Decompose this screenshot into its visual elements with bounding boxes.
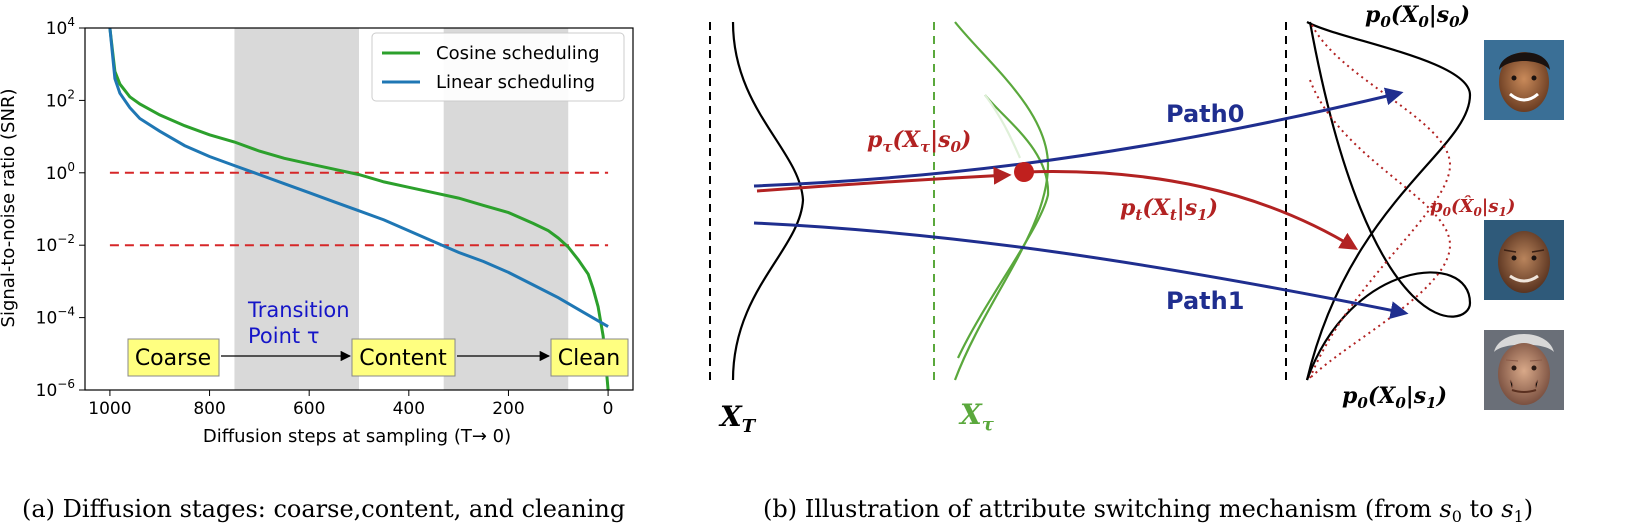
legend: Cosine scheduling Linear scheduling — [371, 32, 625, 102]
stage-box-content — [351, 338, 456, 377]
p0-hat-dotted-1 — [1309, 24, 1452, 379]
stage-label-content: Content — [359, 346, 447, 371]
p0-s1-label: p0(X0|s1) — [1342, 383, 1447, 412]
x-tick-label: 200 — [492, 399, 524, 419]
x-tick-label: 800 — [193, 399, 225, 419]
x-tick-label: 1000 — [88, 399, 131, 419]
caption-a: (a) Diffusion stages: coarse,content, an… — [22, 495, 625, 523]
series-line-cosine — [108, 27, 610, 391]
transition-point-dot — [1014, 162, 1034, 182]
legend-label-linear: Linear scheduling — [436, 72, 595, 93]
y-tick-label: 10−2 — [36, 232, 75, 256]
p-hat-label: p0(X̂0|s1) — [1430, 195, 1515, 219]
xT-label: XT — [718, 400, 757, 437]
transition-label-line2: Point τ — [248, 324, 319, 348]
stage-boxes: Coarse Content Clean — [127, 338, 629, 377]
y-tick-label: 10−4 — [36, 305, 75, 329]
y-tick-label: 100 — [46, 160, 75, 184]
path1-label: Path1 — [1166, 287, 1244, 315]
x-tick-label: 400 — [393, 399, 425, 419]
x-axis-title: Diffusion steps at sampling (T→ 0) — [203, 426, 511, 447]
plot-frame — [84, 27, 634, 391]
red-arrow-to-s1 — [1024, 170, 1359, 250]
p0-s0-curve — [1305, 21, 1472, 381]
portrait-middle — [1484, 220, 1564, 300]
p-t-label: pt(Xt|s1) — [1120, 195, 1218, 224]
caption-b: (b) Illustration of attribute switching … — [763, 495, 1533, 526]
xtau-label: Xτ — [958, 398, 995, 435]
xtau-distribution-s1 — [957, 94, 1050, 359]
stage-box-clean — [550, 338, 629, 377]
p0-s0-label: p0(X0|s0) — [1365, 2, 1470, 31]
y-axis-title: Signal-to-noise ratio (SNR) — [0, 89, 19, 328]
x-axis-ticks: 1000 800 600 400 200 0 — [88, 390, 614, 419]
transition-label-line1: Transition — [247, 298, 350, 322]
path1-arrow — [753, 221, 1409, 320]
legend-label-cosine: Cosine scheduling — [436, 43, 600, 64]
p-tau-label: pτ(Xτ|s0) — [867, 127, 971, 156]
series-line-linear — [108, 27, 609, 328]
x-tick-label: 600 — [293, 399, 325, 419]
stage-box-coarse — [127, 338, 220, 377]
x-tick-label: 0 — [603, 399, 614, 419]
stage-label-coarse: Coarse — [135, 346, 211, 371]
path0-label: Path0 — [1166, 100, 1244, 128]
red-arrow-to-tau — [756, 166, 1012, 193]
portrait-young — [1484, 40, 1564, 120]
portrait-old — [1484, 330, 1564, 410]
y-tick-label: 102 — [46, 87, 75, 111]
threshold-lines — [109, 171, 609, 247]
y-tick-label: 104 — [46, 15, 75, 39]
stage-label-clean: Clean — [558, 346, 620, 371]
shaded-region-0 — [234, 28, 359, 390]
attribute-switching-diagram: XT Xτ Path0 Path1 pτ(Xτ|s0) pt(Xt|s1) p0… — [709, 2, 1564, 437]
p0-s1-curve — [1305, 21, 1472, 381]
xT-distribution-curve — [731, 21, 805, 381]
y-axis-ticks: 10−6 10−4 10−2 100 102 104 — [36, 15, 85, 401]
xtau-fade-segment — [984, 94, 1022, 159]
xtau-distribution-s0 — [953, 21, 1050, 381]
legend-box — [371, 32, 625, 102]
y-tick-label: 10−6 — [36, 377, 75, 401]
series-lines — [108, 27, 610, 391]
